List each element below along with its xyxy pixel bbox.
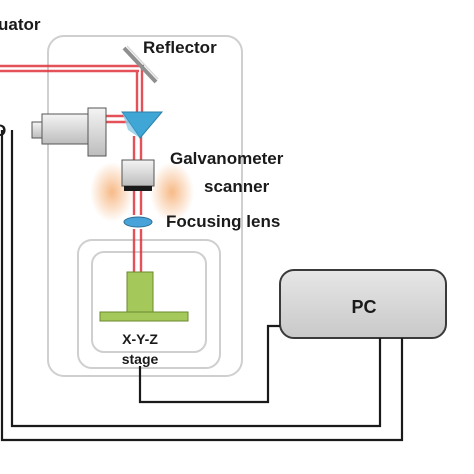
reflector-mirror (122, 46, 158, 84)
wire-pc-stage (138, 324, 280, 404)
stage-enclosure-inner (91, 251, 207, 353)
pc-label: PC (351, 297, 376, 317)
wire-pc-camera (0, 130, 404, 442)
system-enclosure (47, 35, 243, 377)
stage-label-line1: X-Y-Z (122, 331, 158, 347)
stage-label-line2: stage (122, 351, 159, 367)
prism-face (122, 112, 140, 138)
actuator-label: uator (0, 15, 41, 34)
pc-box (279, 269, 447, 339)
control-wires (0, 130, 404, 442)
galvanometer-label-line1: Galvanometer (170, 149, 284, 168)
galvanometer-label-line2: scanner (204, 177, 270, 196)
reflector-label: Reflector (143, 38, 217, 57)
focusing-lens-label: Focusing lens (166, 212, 280, 231)
scanner-glow-right (150, 162, 194, 222)
stage-enclosure-outer (77, 239, 221, 369)
camera-unit (31, 107, 107, 157)
wire-pc-scanner (10, 130, 382, 428)
galvanometer-scanner (121, 159, 155, 191)
left-edge-char: D (0, 121, 6, 140)
focusing-lens (123, 216, 153, 228)
xyz-stage (99, 271, 189, 322)
reflector-mirror-highlight (126, 45, 159, 80)
